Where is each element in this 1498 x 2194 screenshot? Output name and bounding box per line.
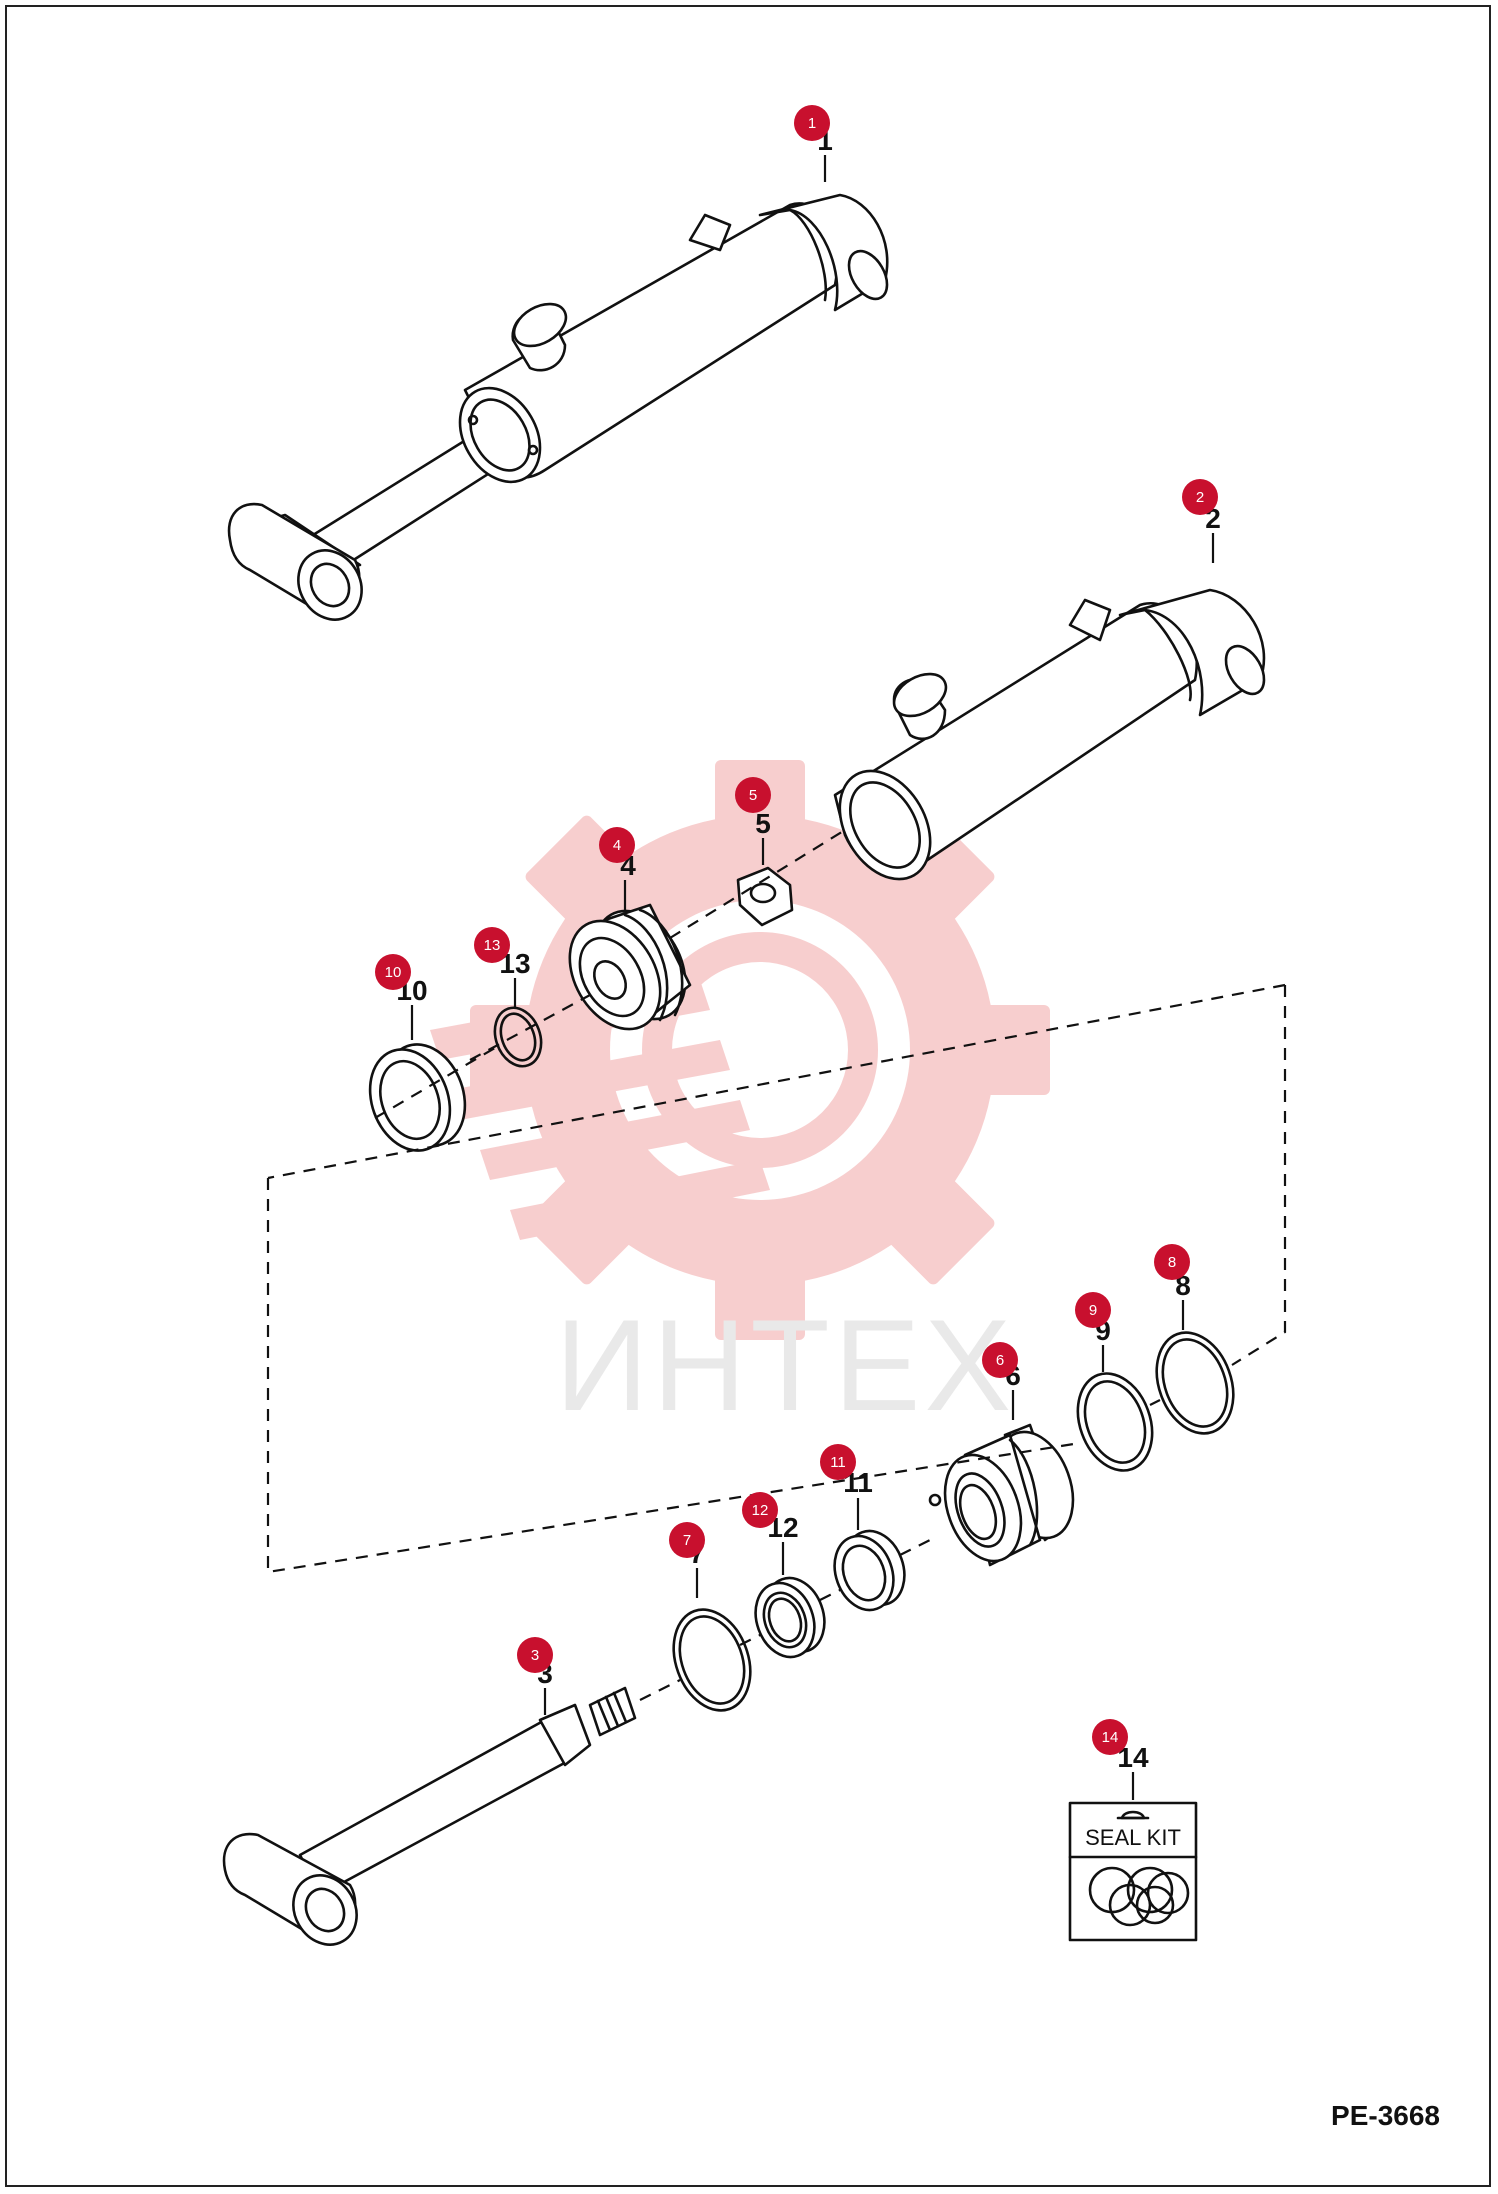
exploded-view-centerlines: [266, 829, 1287, 1701]
svg-text:10: 10: [385, 964, 402, 981]
svg-text:14: 14: [1102, 1729, 1119, 1746]
svg-text:2: 2: [1196, 489, 1204, 506]
part-14-seal-kit: SEAL KIT: [1068, 1801, 1198, 1942]
part-1-cylinder-assembly: [227, 193, 889, 621]
callout-badge-4[interactable]: 4: [599, 827, 635, 863]
svg-text:3: 3: [531, 1647, 539, 1664]
part-7-o-ring: [672, 1608, 752, 1712]
svg-text:11: 11: [830, 1454, 846, 1471]
callout-badge-6[interactable]: 6: [982, 1342, 1018, 1378]
part-9-ring: [1076, 1372, 1154, 1472]
svg-text:7: 7: [683, 1532, 691, 1549]
seal-kit-label: SEAL KIT: [1085, 1825, 1181, 1850]
part-6-gland: [928, 1423, 1075, 1567]
part-number-5: 5: [755, 808, 771, 839]
callout-badge-5[interactable]: 5: [735, 777, 771, 813]
callout-badge-11[interactable]: 11: [820, 1444, 856, 1480]
callout-badge-10[interactable]: 10: [375, 954, 411, 990]
drawing-code: PE-3668: [1331, 2100, 1440, 2131]
callout-leaders: [410, 155, 1215, 1800]
part-10-wiper-seal: [368, 1043, 467, 1152]
callout-badge-2[interactable]: 2: [1182, 479, 1218, 515]
callout-badge-3[interactable]: 3: [517, 1637, 553, 1673]
svg-text:4: 4: [613, 837, 621, 854]
svg-text:8: 8: [1168, 1254, 1176, 1271]
svg-text:6: 6: [996, 1352, 1004, 1369]
callout-badge-9[interactable]: 9: [1075, 1292, 1111, 1328]
part-5-nut: [736, 866, 794, 927]
svg-text:13: 13: [484, 937, 501, 954]
callout-badge-13[interactable]: 13: [474, 927, 510, 963]
svg-text:12: 12: [752, 1502, 769, 1519]
watermark-text: ИНТЕХ: [555, 1292, 1015, 1438]
part-3-rod: [222, 1686, 637, 1946]
callout-badge-1[interactable]: 1: [794, 105, 830, 141]
part-2-barrel: [833, 588, 1266, 881]
svg-text:1: 1: [808, 115, 816, 132]
callout-badge-7[interactable]: 7: [669, 1522, 705, 1558]
callout-badge-14[interactable]: 14: [1092, 1719, 1128, 1755]
drawing-frame: [5, 5, 1491, 2187]
callout-badge-8[interactable]: 8: [1154, 1244, 1190, 1280]
part-11-seal: [833, 1529, 906, 1612]
part-12-seal: [754, 1576, 826, 1659]
callout-badges: 1 2 3 4 5 6 7 8 9 10 11 12 13 14: [375, 105, 1218, 1755]
part-8-ring: [1155, 1331, 1235, 1435]
svg-text:9: 9: [1089, 1302, 1097, 1319]
svg-text:5: 5: [749, 787, 757, 804]
part-4-piston: [568, 903, 692, 1031]
callout-badge-12[interactable]: 12: [742, 1492, 778, 1528]
